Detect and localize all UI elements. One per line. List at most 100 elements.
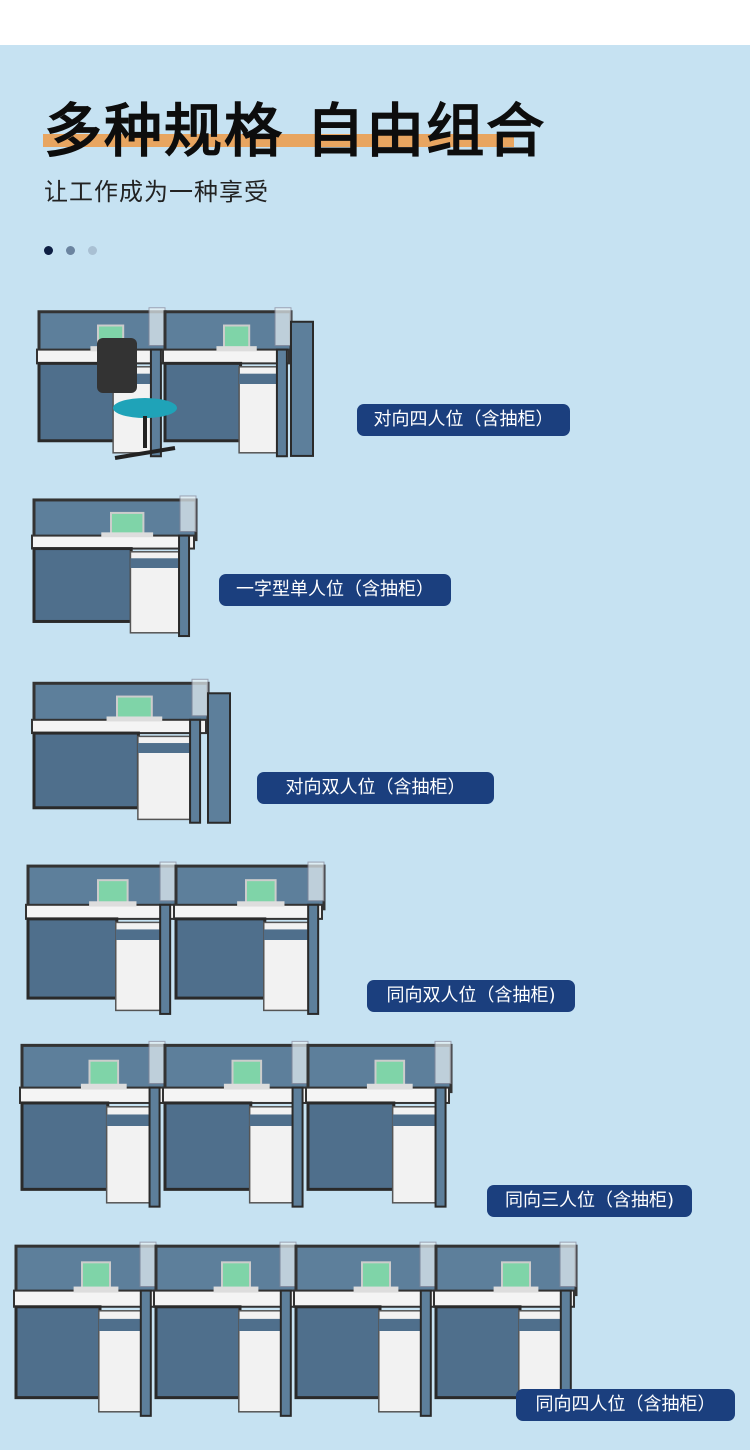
desktop xyxy=(19,1086,164,1104)
product-label-facing-double: 对向双人位（含抽柜） xyxy=(257,772,494,804)
modesty-panel xyxy=(434,1305,522,1400)
modesty-panel xyxy=(37,361,117,443)
workstation-unit xyxy=(162,307,293,458)
product-label-same-triple: 同向三人位（含抽柜) xyxy=(487,1185,692,1217)
workstation-unit xyxy=(293,1241,438,1417)
laptop-base xyxy=(237,901,285,907)
laptop-icon xyxy=(245,879,277,905)
laptop-icon xyxy=(231,1059,263,1087)
side-panel xyxy=(434,1086,447,1208)
desktop xyxy=(13,1289,155,1308)
modesty-panel xyxy=(32,731,140,810)
workstation-unit xyxy=(19,1040,167,1208)
glass-screen xyxy=(291,1040,309,1085)
laptop-base xyxy=(493,1286,539,1293)
modesty-panel xyxy=(14,1305,102,1400)
glass-screen xyxy=(159,861,177,902)
side-panel xyxy=(275,348,288,458)
side-panel xyxy=(189,718,202,824)
drawer-front xyxy=(130,558,180,568)
laptop-base xyxy=(216,346,257,352)
desktop xyxy=(305,1086,450,1104)
side-panel xyxy=(291,1086,304,1208)
modesty-panel xyxy=(174,917,267,1000)
laptop-base xyxy=(223,1083,270,1090)
desktop xyxy=(162,1086,307,1104)
desktop xyxy=(433,1289,575,1308)
drawer-front xyxy=(239,373,277,384)
modesty-panel xyxy=(163,361,243,443)
glass-screen xyxy=(148,307,166,347)
workstation-unit xyxy=(31,678,210,824)
drawer-front xyxy=(137,743,191,753)
laptop-base xyxy=(73,1286,119,1293)
page-title: 多种规格 自由组合 xyxy=(44,97,547,165)
laptop-icon xyxy=(374,1059,406,1087)
workstation-unit xyxy=(31,495,198,638)
laptop-base xyxy=(101,532,154,538)
workstation-unit xyxy=(162,1040,310,1208)
laptop-base xyxy=(366,1083,413,1090)
product-image-same-double xyxy=(24,852,334,1028)
glass-screen xyxy=(559,1241,577,1288)
workstation-unit xyxy=(173,861,326,1015)
glass-screen xyxy=(307,861,325,902)
desktop xyxy=(31,718,207,735)
product-label-single: 一字型单人位（含抽柜） xyxy=(219,574,451,606)
glass-screen xyxy=(434,1040,452,1085)
laptop-icon xyxy=(110,511,145,535)
desktop xyxy=(31,534,195,550)
carousel-dot-1[interactable] xyxy=(44,246,53,255)
desktop xyxy=(162,348,290,365)
product-image-same-triple xyxy=(18,1030,461,1222)
side-panel xyxy=(178,534,191,638)
product-label-facing-four: 对向四人位（含抽柜） xyxy=(357,404,570,436)
product-image-facing-double xyxy=(30,670,234,836)
drawer-front xyxy=(378,1318,421,1331)
glass-screen xyxy=(139,1241,157,1288)
drawer-front xyxy=(98,1318,141,1331)
laptop-icon xyxy=(88,1059,120,1087)
laptop-base xyxy=(89,901,137,907)
laptop-icon xyxy=(361,1261,391,1290)
drawer-front xyxy=(392,1114,436,1126)
side-panel xyxy=(139,1289,152,1417)
side-panel xyxy=(419,1289,432,1417)
page-subtitle: 让工作成为一种享受 xyxy=(44,178,269,206)
laptop-icon xyxy=(97,879,129,905)
title-underline xyxy=(43,134,514,147)
desktop xyxy=(25,903,175,920)
product-image-facing-four xyxy=(35,298,317,470)
glass-screen xyxy=(179,495,197,533)
drawer-front xyxy=(238,1318,281,1331)
desktop xyxy=(293,1289,435,1308)
workstation-unit xyxy=(153,1241,298,1417)
laptop-icon xyxy=(81,1261,111,1290)
rear-panel xyxy=(290,320,314,457)
modesty-panel xyxy=(306,1101,396,1191)
laptop-icon xyxy=(501,1261,531,1290)
carousel-dot-3[interactable] xyxy=(88,246,97,255)
workstation-unit xyxy=(433,1241,578,1417)
drawer-front xyxy=(263,929,309,940)
carousel-dot-2[interactable] xyxy=(66,246,75,255)
rear-panel xyxy=(207,692,231,824)
drawer-front xyxy=(249,1114,293,1126)
glass-screen xyxy=(419,1241,437,1288)
workstation-unit xyxy=(25,861,178,1015)
glass-screen xyxy=(274,307,292,347)
drawer-front xyxy=(518,1318,561,1331)
modesty-panel xyxy=(26,917,119,1000)
laptop-base xyxy=(353,1286,399,1293)
glass-screen xyxy=(279,1241,297,1288)
glass-screen xyxy=(148,1040,166,1085)
drawer-front xyxy=(115,929,161,940)
office-chair-icon xyxy=(97,338,177,460)
modesty-panel xyxy=(154,1305,242,1400)
workstation-unit xyxy=(305,1040,453,1208)
side-panel xyxy=(279,1289,292,1417)
product-label-same-four: 同向四人位（含抽柜） xyxy=(516,1389,735,1421)
desktop xyxy=(153,1289,295,1308)
modesty-panel xyxy=(32,547,133,623)
laptop-base xyxy=(106,716,163,722)
